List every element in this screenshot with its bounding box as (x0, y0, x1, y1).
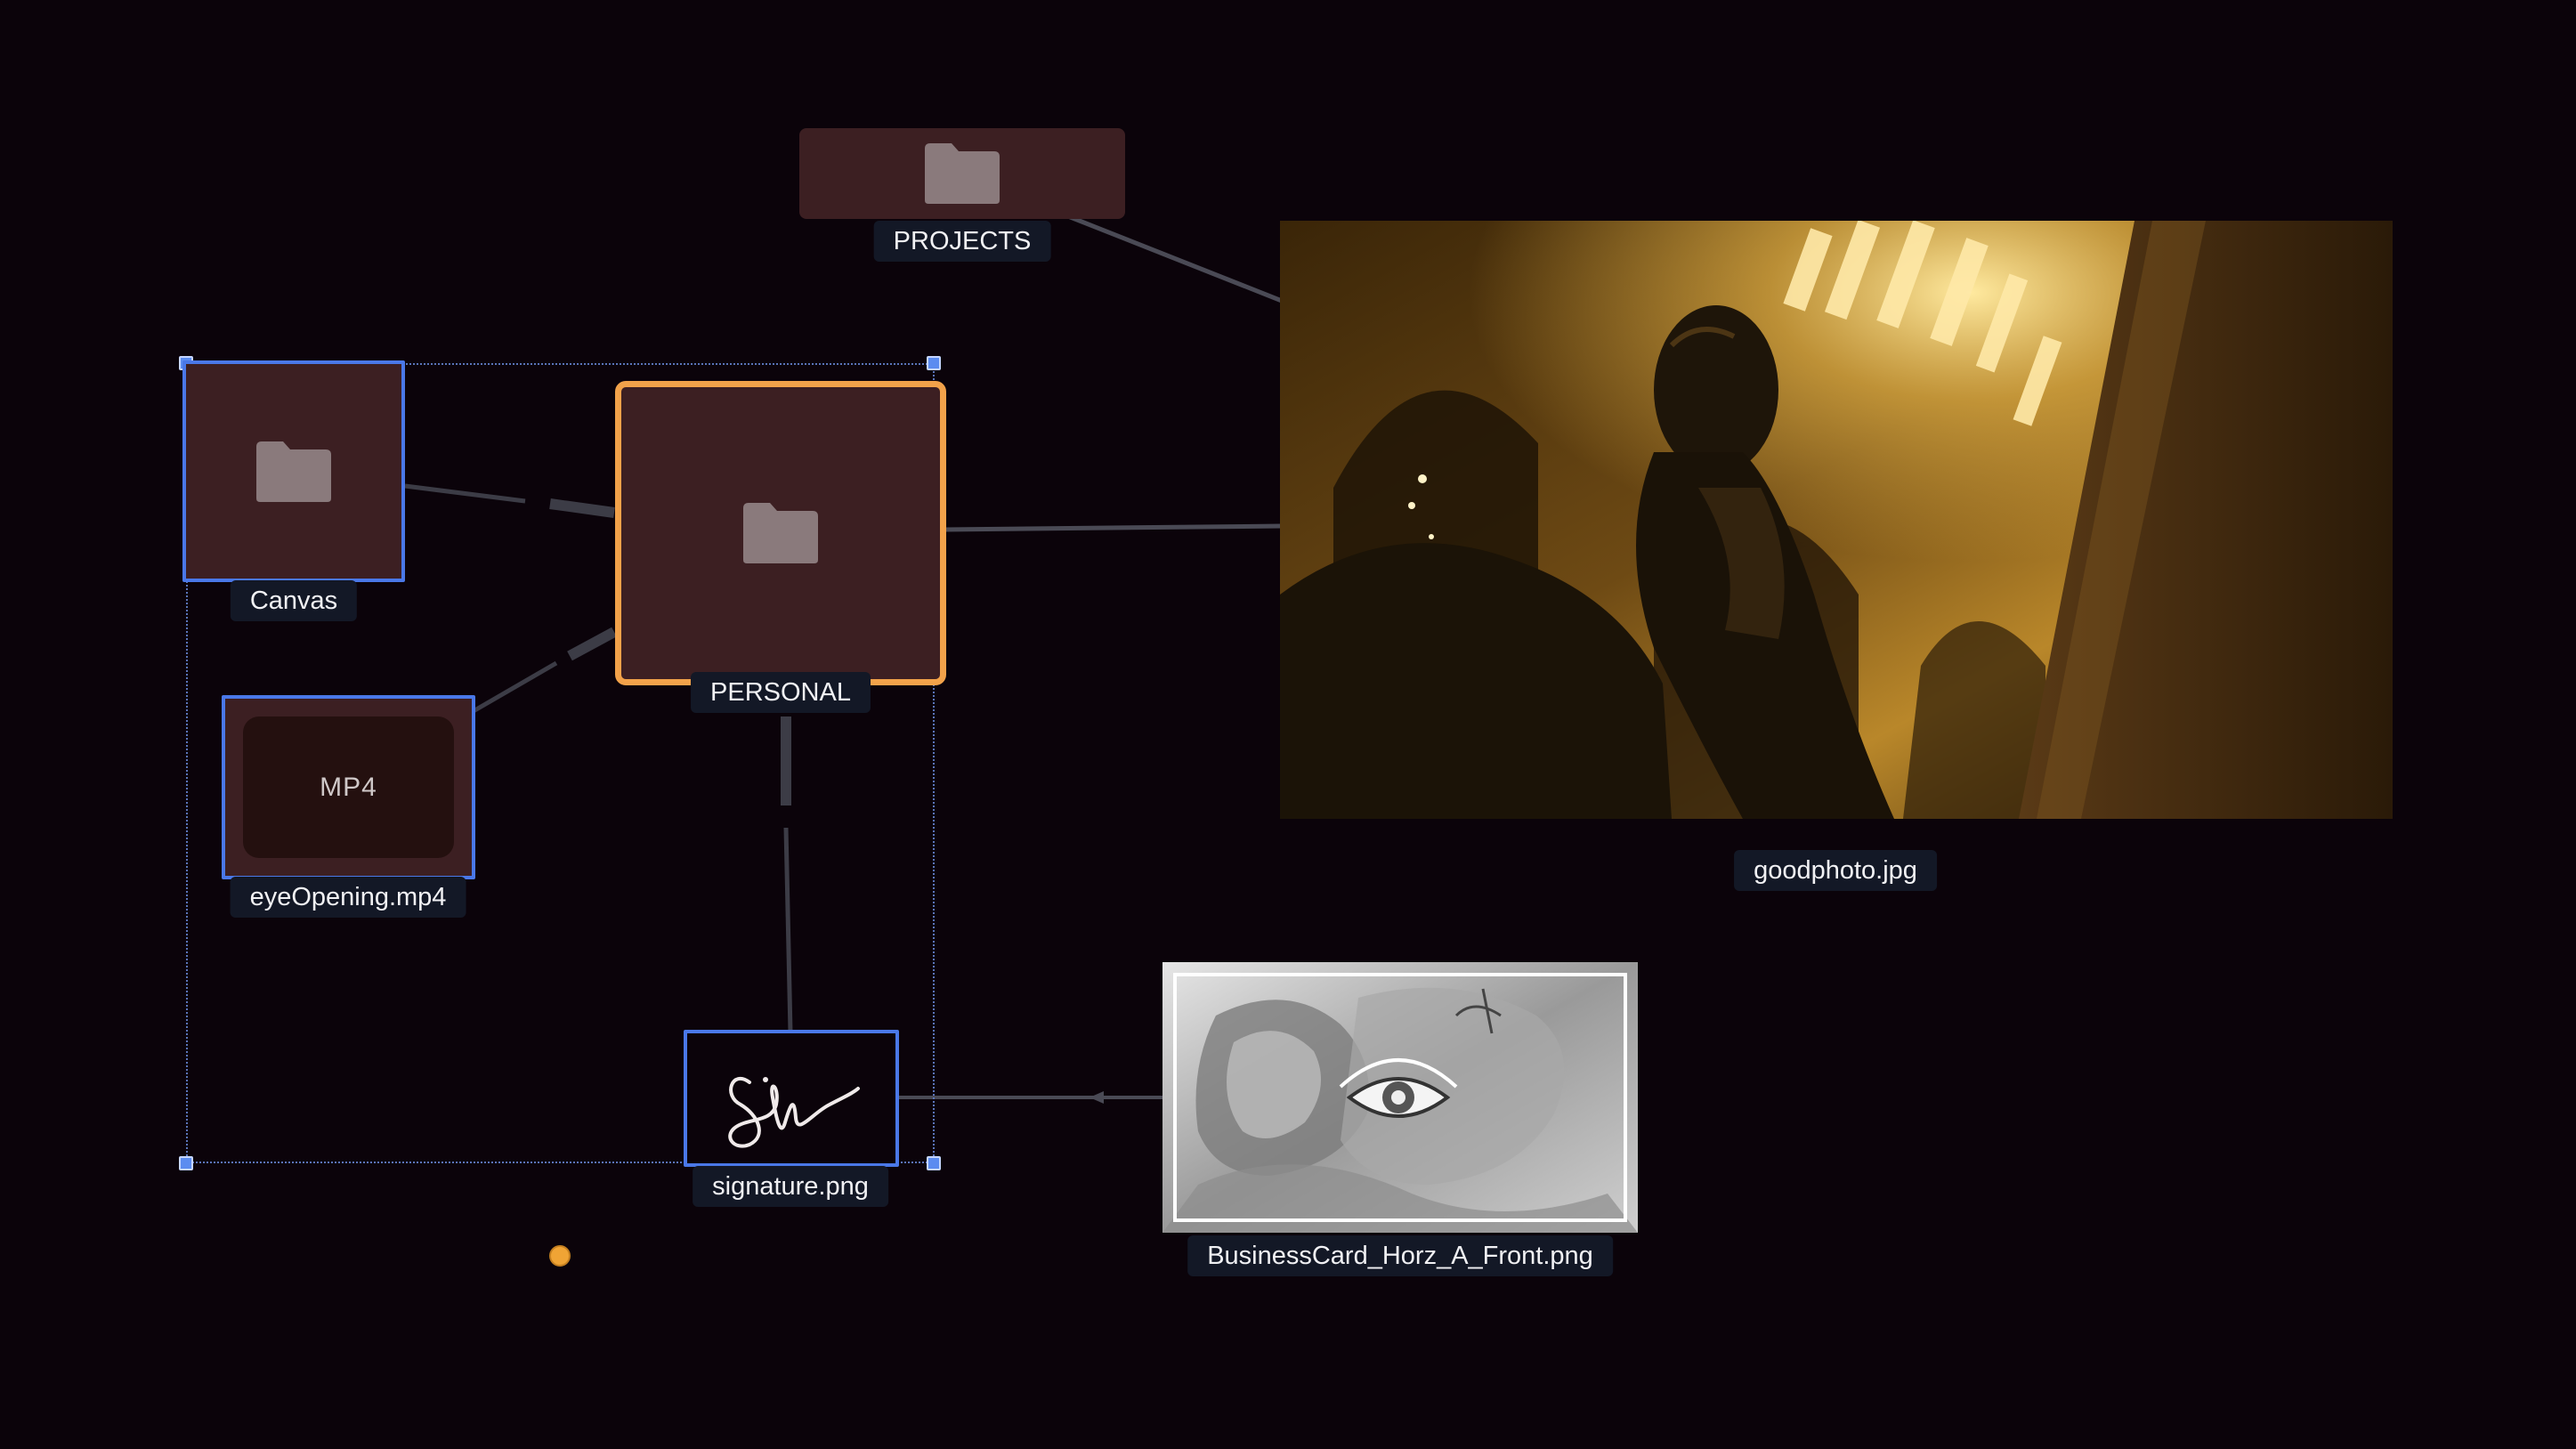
selection-handle-top-right[interactable] (927, 356, 941, 370)
canvas-label: Canvas (230, 580, 358, 621)
projects-folder-node[interactable] (799, 128, 1125, 219)
eye-opening-video-node[interactable]: MP4 (222, 695, 475, 879)
folder-icon (925, 143, 1000, 204)
eye-opening-label: eyeOpening.mp4 (230, 877, 466, 918)
goodphoto-image-node[interactable] (1280, 221, 2393, 819)
edge-canvas-personal-b (549, 498, 615, 518)
selection-box[interactable] (186, 363, 935, 1163)
cursor-dot (549, 1245, 571, 1267)
business-card-label: BusinessCard_Horz_A_Front.png (1187, 1235, 1613, 1276)
edge-projects-goodphoto (1067, 214, 1283, 304)
projects-label: PROJECTS (873, 221, 1051, 262)
business-card-illustration (1162, 962, 1638, 1233)
business-card-image-node[interactable] (1162, 962, 1638, 1233)
folder-icon (743, 503, 818, 563)
edge-mp4-personal-b (567, 627, 617, 661)
signature-label: signature.png (693, 1166, 888, 1207)
edge-arrowhead (1090, 1091, 1104, 1104)
personal-label: PERSONAL (691, 672, 871, 713)
edge-personal-signature-b (783, 827, 793, 1033)
selection-handle-bottom-right[interactable] (927, 1156, 941, 1170)
cathedral-photo (1280, 221, 2393, 819)
selection-handle-bottom-left[interactable] (179, 1156, 193, 1170)
goodphoto-label: goodphoto.jpg (1734, 850, 1937, 891)
signature-icon (728, 1076, 860, 1148)
personal-folder-node[interactable] (615, 381, 946, 685)
signature-image-node[interactable] (684, 1030, 899, 1167)
edge-mp4-personal-a (470, 660, 558, 715)
edge-personal-goodphoto (944, 523, 1283, 532)
canvas-folder-node[interactable] (182, 360, 405, 582)
edge-canvas-personal-a (404, 483, 526, 504)
mp4-badge: MP4 (243, 716, 454, 858)
folder-icon (256, 441, 331, 502)
